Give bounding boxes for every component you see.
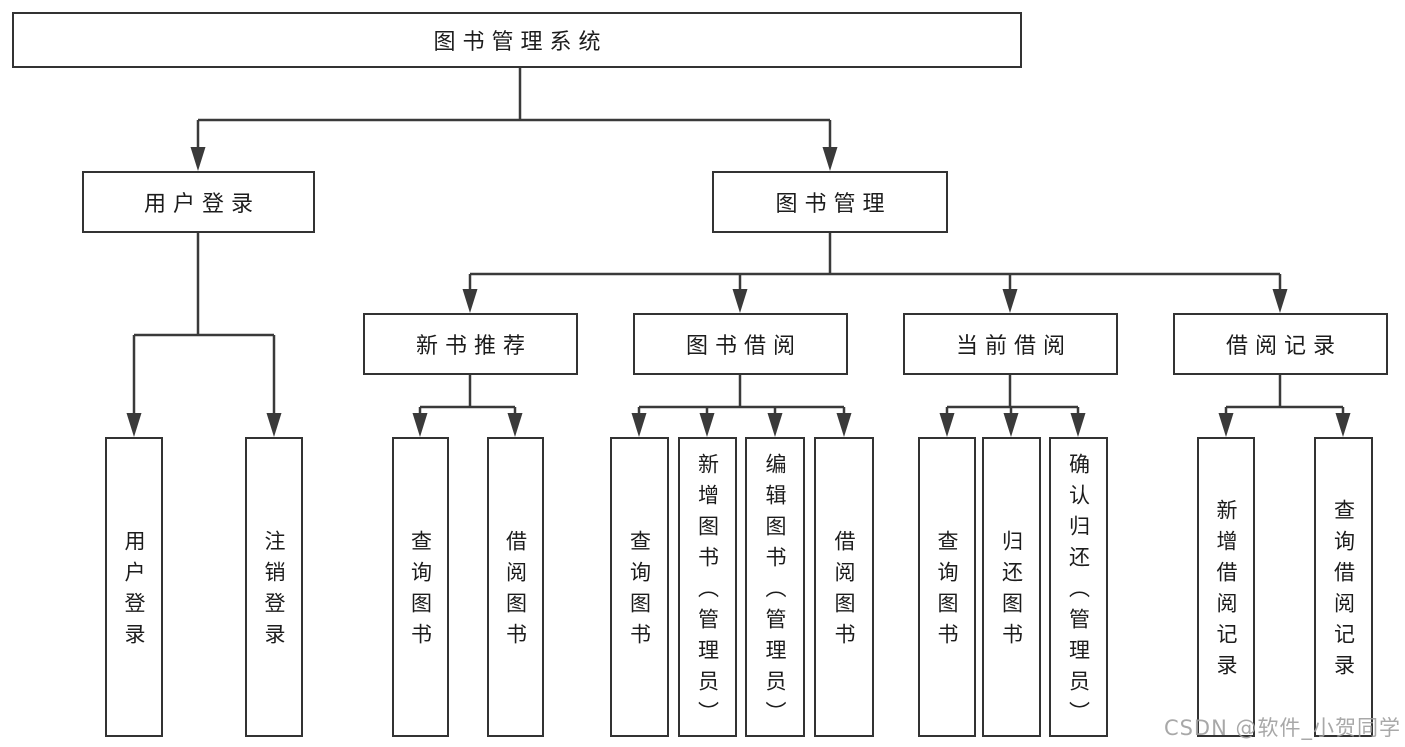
leaf-query-books-recommend: 查询图书 — [392, 437, 449, 737]
leaf-add-books-admin-label: 新增图书（管理员） — [695, 452, 720, 732]
leaf-confirm-return-admin: 确认归还（管理员） — [1049, 437, 1108, 737]
leaf-user-login-label: 用户登录 — [122, 530, 146, 654]
node-book-borrowing: 图书借阅 — [633, 313, 848, 375]
node-user-login: 用户登录 — [82, 171, 315, 233]
leaf-borrow-books: 借阅图书 — [814, 437, 874, 737]
node-borrowing-records: 借阅记录 — [1173, 313, 1388, 375]
leaf-borrow-books-recommend-label: 借阅图书 — [503, 530, 528, 654]
leaf-logout-label: 注销登录 — [262, 530, 286, 654]
leaf-user-login: 用户登录 — [105, 437, 163, 737]
node-current-borrowing: 当前借阅 — [903, 313, 1118, 375]
leaf-add-borrow-record: 新增借阅记录 — [1197, 437, 1255, 737]
node-book-management-label: 图书管理 — [775, 192, 892, 217]
leaf-query-borrow-record-label: 查询借阅记录 — [1331, 499, 1356, 685]
node-book-borrowing-label: 图书借阅 — [685, 334, 802, 359]
node-user-login-label: 用户登录 — [143, 192, 260, 217]
node-root: 图书管理系统 — [12, 12, 1022, 68]
leaf-query-borrow-record: 查询借阅记录 — [1314, 437, 1373, 737]
connector-lines — [132, 66, 1345, 418]
leaf-edit-books-admin: 编辑图书（管理员） — [745, 437, 805, 737]
node-book-management: 图书管理 — [712, 171, 948, 233]
leaf-borrow-books-label: 借阅图书 — [832, 530, 856, 654]
arrowheads — [126, 147, 1351, 437]
leaf-confirm-return-admin-label: 确认归还（管理员） — [1066, 452, 1091, 732]
leaf-logout: 注销登录 — [245, 437, 303, 737]
leaf-return-books-label: 归还图书 — [999, 530, 1024, 654]
node-current-borrowing-label: 当前借阅 — [955, 334, 1072, 359]
leaf-add-books-admin: 新增图书（管理员） — [678, 437, 737, 737]
leaf-query-books-borrowing-label: 查询图书 — [627, 530, 652, 654]
leaf-query-books-current-label: 查询图书 — [935, 530, 959, 654]
leaf-query-books-current: 查询图书 — [918, 437, 976, 737]
node-root-label: 图书管理系统 — [433, 30, 608, 55]
leaf-borrow-books-recommend: 借阅图书 — [487, 437, 544, 737]
leaf-query-books-recommend-label: 查询图书 — [408, 530, 433, 654]
leaf-query-books-borrowing: 查询图书 — [610, 437, 669, 737]
node-new-book-recommend: 新书推荐 — [363, 313, 578, 375]
node-borrowing-records-label: 借阅记录 — [1225, 334, 1342, 359]
leaf-edit-books-admin-label: 编辑图书（管理员） — [763, 452, 787, 732]
leaf-add-borrow-record-label: 新增借阅记录 — [1214, 499, 1238, 685]
node-new-book-recommend-label: 新书推荐 — [415, 334, 532, 359]
csdn-watermark: CSDN @软件_小贺同学 — [1163, 716, 1401, 740]
leaf-return-books: 归还图书 — [982, 437, 1041, 737]
